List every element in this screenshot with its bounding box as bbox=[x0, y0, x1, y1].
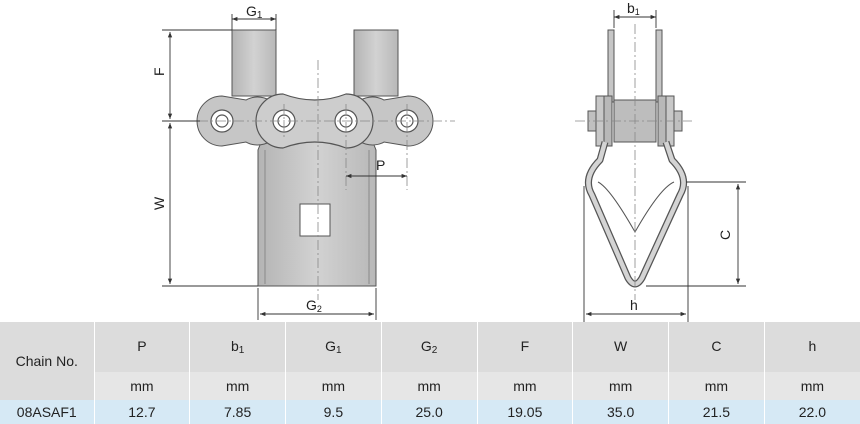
header-col: C bbox=[668, 322, 765, 372]
chain-no-cell: 08ASAF1 bbox=[0, 400, 94, 424]
spec-table: Chain No. P b1 G1 G2 F W C h mm mm mm mm… bbox=[0, 322, 860, 424]
front-view: G1 F W P G2 bbox=[151, 3, 455, 320]
value-cell: 9.5 bbox=[285, 400, 382, 424]
label-f: F bbox=[151, 67, 167, 76]
label-b1: b1 bbox=[627, 0, 640, 17]
table-header-row: Chain No. P b1 G1 G2 F W C h bbox=[0, 322, 860, 400]
label-p: P bbox=[376, 157, 385, 173]
header-col: h bbox=[763, 322, 860, 372]
label-h: h bbox=[630, 297, 638, 313]
header-chain-no: Chain No. bbox=[0, 322, 94, 400]
unit-cell: mm bbox=[189, 372, 286, 400]
label-w: W bbox=[151, 196, 167, 210]
side-view: b1 C h bbox=[575, 0, 746, 322]
value-cell: 19.05 bbox=[476, 400, 573, 424]
label-g1: G1 bbox=[246, 3, 263, 21]
value-cell: 12.7 bbox=[93, 400, 190, 424]
header-col: F bbox=[476, 322, 573, 372]
unit-cell: mm bbox=[572, 372, 669, 400]
side-tab-left bbox=[607, 29, 615, 103]
unit-cell: mm bbox=[668, 372, 765, 400]
plate-hole bbox=[299, 203, 331, 237]
value-cell: 22.0 bbox=[763, 400, 860, 424]
value-cell: 21.5 bbox=[668, 400, 765, 424]
technical-drawing: G1 F W P G2 bbox=[151, 0, 746, 322]
right-tab bbox=[353, 29, 399, 97]
table-row: 08ASAF1 12.7 7.85 9.5 25.0 19.05 35.0 21… bbox=[0, 400, 860, 424]
header-col: b1 bbox=[189, 322, 286, 372]
header-col: W bbox=[572, 322, 669, 372]
header-col: G1 bbox=[285, 322, 382, 372]
unit-cell: mm bbox=[476, 372, 573, 400]
header-col: G2 bbox=[380, 322, 477, 372]
table-units-row: mm mm mm mm mm mm mm mm bbox=[0, 372, 860, 400]
unit-cell: mm bbox=[93, 372, 190, 400]
header-col: P bbox=[93, 322, 190, 372]
unit-cell: mm bbox=[285, 372, 382, 400]
left-tab bbox=[231, 29, 277, 97]
side-tab-right bbox=[655, 29, 663, 103]
unit-cell: mm bbox=[763, 372, 860, 400]
unit-cell: mm bbox=[380, 372, 477, 400]
label-c: C bbox=[717, 230, 733, 240]
value-cell: 25.0 bbox=[380, 400, 477, 424]
value-cell: 7.85 bbox=[189, 400, 286, 424]
label-g2: G2 bbox=[306, 297, 322, 314]
value-cell: 35.0 bbox=[572, 400, 669, 424]
